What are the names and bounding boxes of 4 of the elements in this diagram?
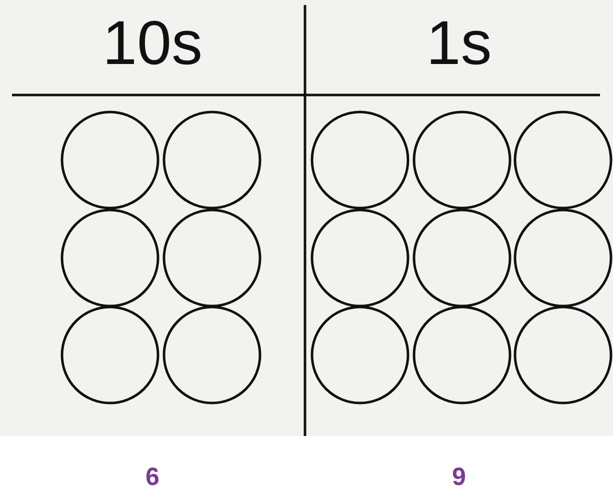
count-number: 6 [146,462,160,492]
column-heading: 1s [426,8,492,80]
column-heading: 10s [102,8,202,80]
count-number: 9 [452,462,466,492]
